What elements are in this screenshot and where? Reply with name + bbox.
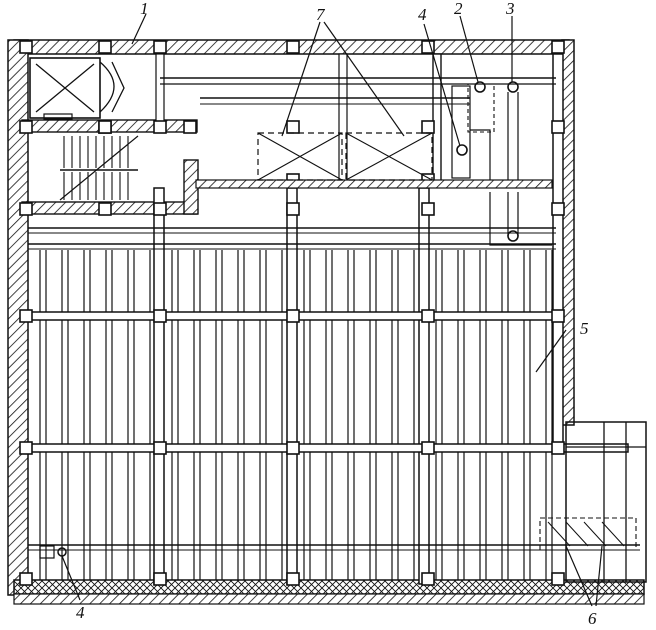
leader-1 (131, 13, 147, 45)
callout-2: 2 (454, 0, 463, 18)
unit-6-hatch (547, 521, 625, 547)
pipe-run (470, 129, 552, 246)
girder-vertical (153, 187, 165, 585)
column (421, 441, 435, 455)
column (286, 202, 300, 216)
pipe-3 (507, 81, 519, 93)
girder-vertical (432, 53, 442, 185)
bottom-wall (13, 579, 645, 595)
callout-4-top: 4 (418, 5, 427, 24)
column (551, 202, 565, 216)
elevator-door (99, 61, 125, 113)
pipe-4-upper (456, 144, 468, 156)
girder-horizontal (27, 443, 629, 453)
column (19, 120, 33, 134)
right-wall (561, 39, 575, 426)
column (551, 309, 565, 323)
column (98, 40, 112, 54)
column (286, 309, 300, 323)
column (153, 40, 167, 54)
opening-7a (257, 132, 343, 181)
column (153, 120, 167, 134)
duct-2 (467, 83, 495, 133)
opening-7b-cross (345, 132, 433, 181)
unit-6 (539, 517, 637, 551)
elevator-shaft (29, 57, 101, 119)
annex-box (565, 421, 647, 583)
pipe-2 (474, 81, 486, 93)
leader-6b (595, 545, 603, 607)
callout-3: 3 (505, 0, 515, 18)
column (19, 572, 33, 586)
column (421, 309, 435, 323)
callout-1: 1 (140, 0, 149, 18)
column (153, 202, 167, 216)
column (153, 441, 167, 455)
leader-4b (61, 555, 81, 601)
service-zone (160, 77, 556, 246)
leader-5 (535, 329, 567, 373)
column (19, 202, 33, 216)
column (19, 441, 33, 455)
callout-5: 5 (580, 319, 589, 338)
opening-7b (345, 132, 433, 181)
girder-vertical (552, 53, 564, 451)
callout-7: 7 (316, 5, 326, 24)
leader-4a (423, 23, 461, 147)
column (421, 572, 435, 586)
column (551, 40, 565, 54)
callout-4-bottom: 4 (76, 603, 85, 622)
column (421, 40, 435, 54)
leader-6a (565, 545, 593, 607)
leader-lines (61, 13, 603, 607)
valve-4-lower (39, 545, 55, 559)
leader-7a (281, 21, 321, 137)
leader-2 (459, 15, 479, 83)
column (286, 572, 300, 586)
lower-details (28, 421, 647, 583)
stair-direction (59, 135, 139, 201)
column (19, 40, 33, 54)
column (183, 120, 197, 134)
secondary-beams (28, 227, 556, 250)
callout-6: 6 (588, 609, 597, 628)
column (286, 120, 300, 134)
bottom-wall-foot (13, 593, 645, 605)
elevator-cross (35, 63, 95, 113)
column (98, 120, 112, 134)
stair-core (21, 57, 199, 215)
duct-3 (507, 92, 519, 236)
riser-block (451, 85, 471, 179)
column (286, 40, 300, 54)
column (153, 572, 167, 586)
upper-girder (195, 179, 553, 189)
opening-7a-cross (257, 132, 343, 181)
column (98, 202, 112, 216)
column (421, 120, 435, 134)
callout-labels: 1 7 4 2 3 5 4 6 (76, 0, 597, 628)
girder-vertical (155, 53, 165, 125)
column (19, 309, 33, 323)
column (551, 441, 565, 455)
column (551, 120, 565, 134)
elevator-sill (43, 113, 73, 120)
girder-vertical (418, 187, 430, 585)
column (421, 202, 435, 216)
stair-flights (59, 135, 139, 201)
leader-7b (323, 21, 405, 137)
column (551, 572, 565, 586)
column (286, 441, 300, 455)
girder-vertical (286, 187, 298, 585)
column (153, 309, 167, 323)
joists (39, 250, 553, 580)
